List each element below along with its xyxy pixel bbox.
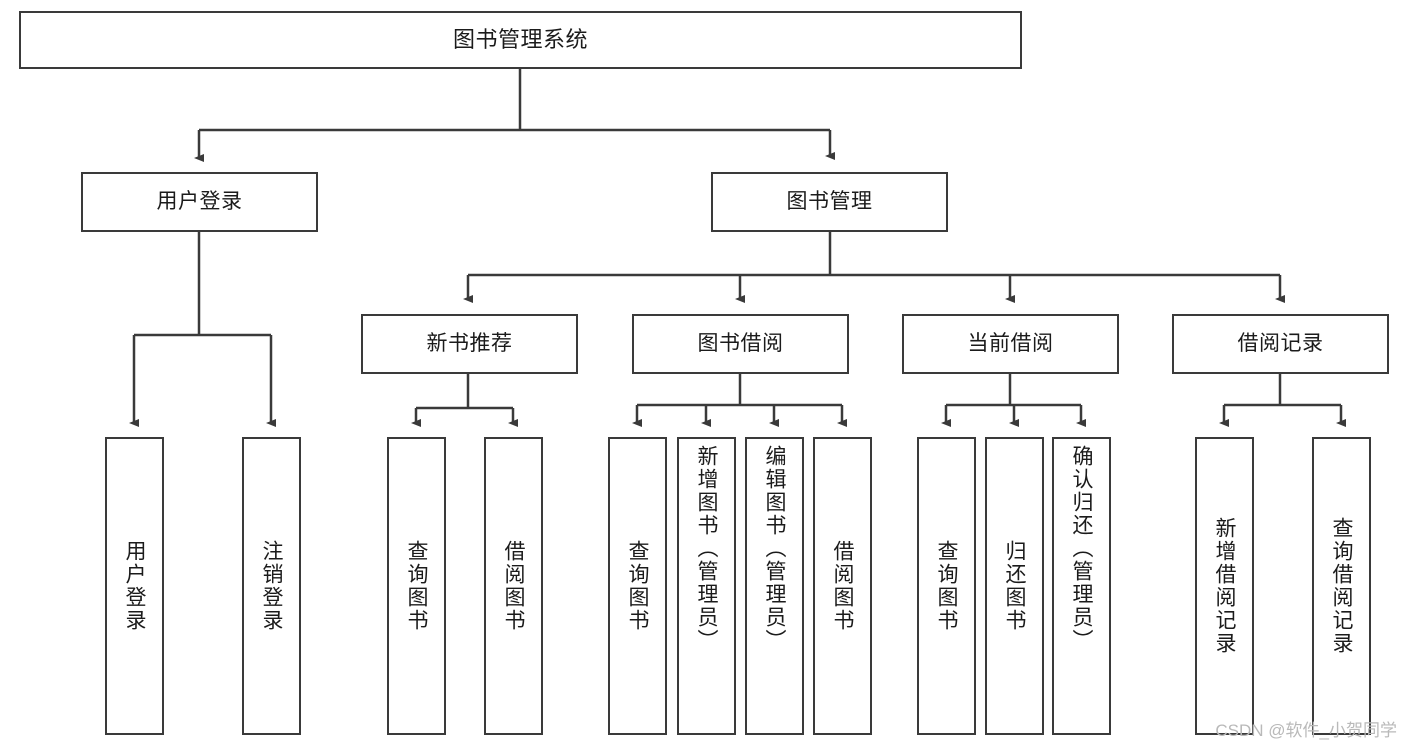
node-label: 查询借阅记录	[1330, 517, 1353, 655]
node-book-management[interactable]: 图书管理	[711, 172, 948, 232]
node-label: 图书管理系统	[452, 27, 588, 53]
node-root-book-management-system[interactable]: 图书管理系统	[19, 11, 1022, 69]
node-label: 注销登录	[260, 540, 283, 632]
node-label: 借阅图书	[502, 540, 525, 632]
node-label: 当前借阅	[967, 331, 1054, 355]
leaf-book-borrow-add-book-admin[interactable]: 新增图书（管理员）	[677, 437, 736, 735]
leaf-current-borrow-confirm-return-admin[interactable]: 确认归还（管理员）	[1052, 437, 1111, 735]
node-label: 确认归还（管理员）	[1070, 445, 1093, 652]
node-label: 用户登录	[123, 540, 146, 632]
node-label: 查询图书	[935, 540, 958, 632]
node-current-borrow[interactable]: 当前借阅	[902, 314, 1119, 374]
leaf-user-login-logout[interactable]: 注销登录	[242, 437, 301, 735]
node-label: 编辑图书（管理员）	[763, 445, 786, 652]
leaf-book-borrow-edit-book-admin[interactable]: 编辑图书（管理员）	[745, 437, 804, 735]
leaf-new-book-borrow-book[interactable]: 借阅图书	[484, 437, 543, 735]
node-label: 用户登录	[156, 189, 243, 213]
node-label: 新书推荐	[426, 331, 513, 355]
leaf-borrow-record-query-record[interactable]: 查询借阅记录	[1312, 437, 1371, 735]
node-label: 新增借阅记录	[1213, 517, 1236, 655]
node-label: 查询图书	[405, 540, 428, 632]
node-label: 借阅图书	[831, 540, 854, 632]
node-label: 查询图书	[626, 540, 649, 632]
leaf-current-borrow-query-book[interactable]: 查询图书	[917, 437, 976, 735]
node-new-book-recommend[interactable]: 新书推荐	[361, 314, 578, 374]
node-user-login[interactable]: 用户登录	[81, 172, 318, 232]
node-label: 图书管理	[786, 189, 873, 213]
node-book-borrow[interactable]: 图书借阅	[632, 314, 849, 374]
node-label: 归还图书	[1003, 540, 1026, 632]
node-borrow-record[interactable]: 借阅记录	[1172, 314, 1389, 374]
leaf-borrow-record-add-record[interactable]: 新增借阅记录	[1195, 437, 1254, 735]
watermark: CSDN @软件_小贺同学	[1215, 721, 1397, 740]
node-label: 新增图书（管理员）	[695, 445, 718, 652]
leaf-book-borrow-borrow-book[interactable]: 借阅图书	[813, 437, 872, 735]
node-label: 借阅记录	[1237, 331, 1324, 355]
leaf-current-borrow-return-book[interactable]: 归还图书	[985, 437, 1044, 735]
leaf-book-borrow-query-book[interactable]: 查询图书	[608, 437, 667, 735]
leaf-user-login-login[interactable]: 用户登录	[105, 437, 164, 735]
node-label: 图书借阅	[697, 331, 784, 355]
leaf-new-book-query-book[interactable]: 查询图书	[387, 437, 446, 735]
